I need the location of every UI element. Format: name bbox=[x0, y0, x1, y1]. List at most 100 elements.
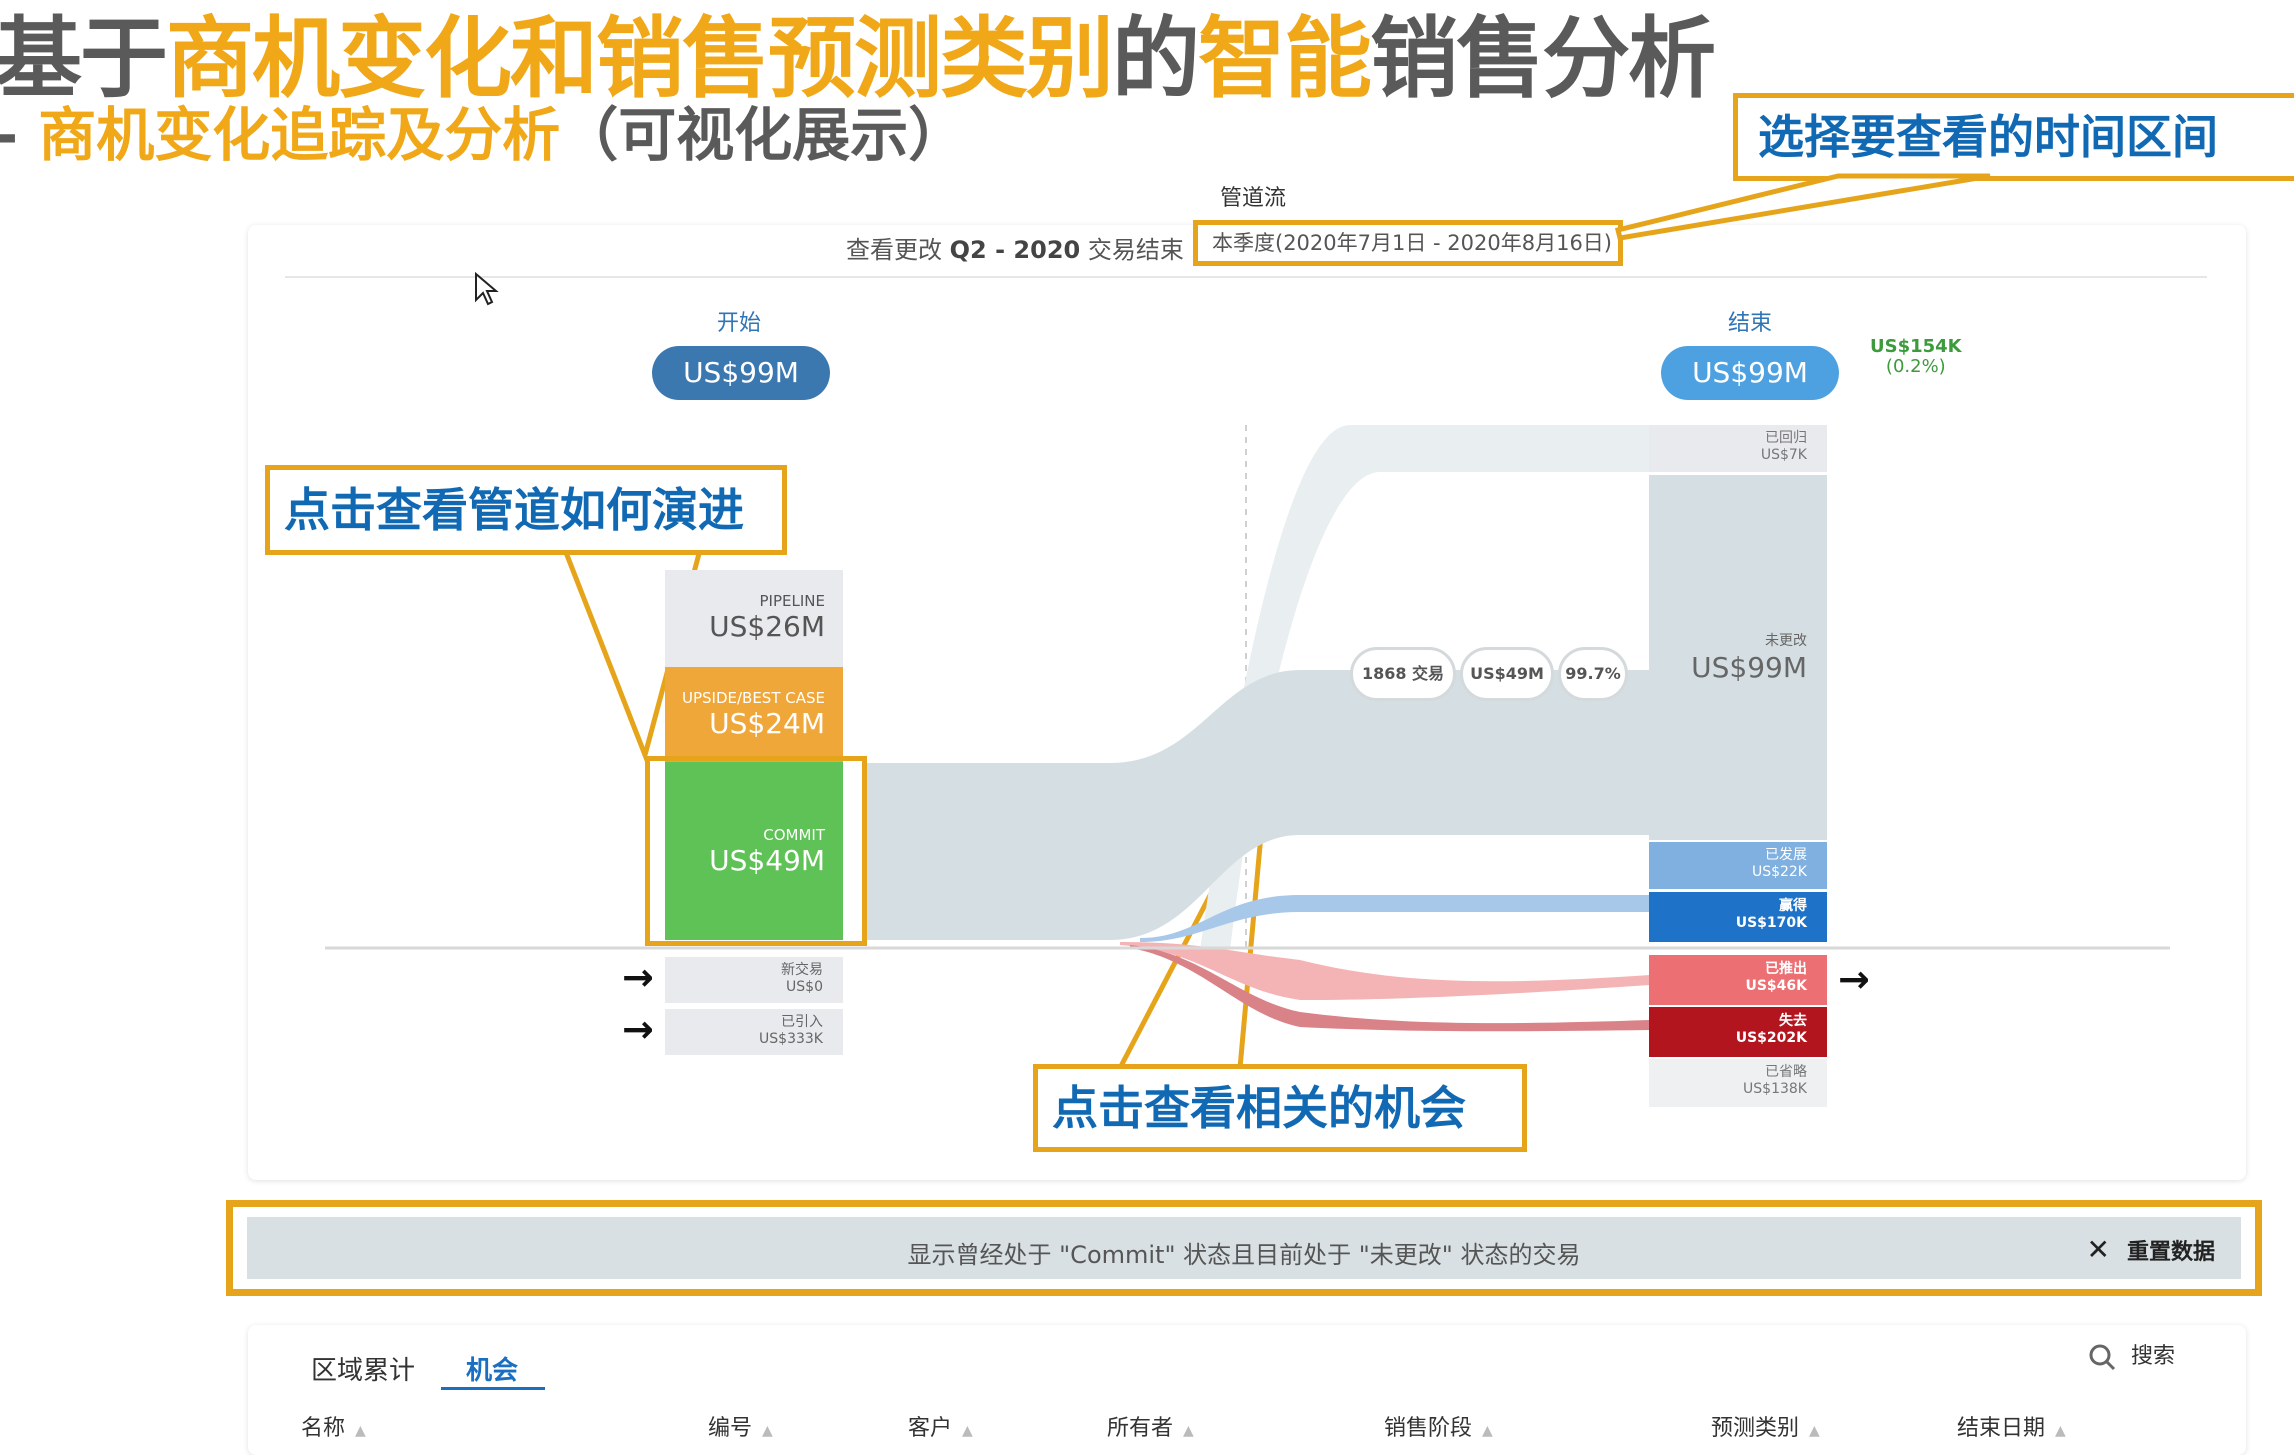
view-change-row: 查看更改 Q2 - 2020 交易结束 bbox=[846, 230, 1184, 265]
band-pushed bbox=[1120, 942, 1650, 1000]
arrow-right-icon: → bbox=[622, 955, 654, 999]
segment-upside[interactable]: UPSIDE/BEST CASE US$24M bbox=[665, 667, 843, 762]
arrow-right-icon: → bbox=[1838, 957, 1870, 1001]
tab-region-total[interactable]: 区域累计 bbox=[311, 1356, 416, 1386]
col-customer[interactable]: 客户 ▲ bbox=[908, 1410, 973, 1442]
end-won[interactable]: 赢得 US$170K bbox=[1649, 892, 1827, 942]
inflow-new[interactable]: 新交易 US$0 bbox=[665, 957, 843, 1003]
segment-pipeline[interactable]: PIPELINE US$26M bbox=[665, 570, 843, 667]
end-developed-value: US$22K bbox=[1751, 864, 1807, 880]
band-developed bbox=[1140, 895, 1650, 942]
reset-data-button[interactable]: ✕ 重置数据 bbox=[2087, 1233, 2215, 1266]
search-button[interactable]: 搜索 bbox=[2088, 1338, 2175, 1371]
inflow-new-label: 新交易 bbox=[781, 962, 823, 978]
col-forecast[interactable]: 预测类别 ▲ bbox=[1711, 1410, 1820, 1442]
sort-icon: ▲ bbox=[1809, 1423, 1820, 1439]
segment-commit[interactable]: COMMIT US$49M bbox=[665, 762, 843, 940]
opportunity-table-card bbox=[248, 1325, 2246, 1455]
col-forecast-label: 预测类别 bbox=[1711, 1416, 1800, 1441]
sort-icon: ▲ bbox=[2055, 1423, 2066, 1439]
segment-commit-label: COMMIT bbox=[763, 826, 825, 844]
stat-amount[interactable]: US$49M bbox=[1460, 647, 1554, 701]
date-range-selector[interactable]: 本季度(2020年7月1日 - 2020年8月16日) bbox=[1193, 220, 1623, 266]
search-label: 搜索 bbox=[2131, 1344, 2176, 1369]
filter-bar: 显示曾经处于 "Commit" 状态且目前处于 "未更改" 状态的交易 ✕ 重置… bbox=[226, 1200, 2262, 1296]
end-unchanged-value: US$99M bbox=[1691, 651, 1807, 684]
sort-icon: ▲ bbox=[1482, 1423, 1493, 1439]
col-number[interactable]: 编号 ▲ bbox=[708, 1410, 773, 1442]
end-lost-label: 失去 bbox=[1779, 1013, 1807, 1029]
title-part: 的 bbox=[1112, 7, 1200, 110]
filter-bar-inner: 显示曾经处于 "Commit" 状态且目前处于 "未更改" 状态的交易 ✕ 重置… bbox=[247, 1217, 2241, 1279]
end-label: 结束 bbox=[1728, 311, 1773, 336]
end-won-value: US$170K bbox=[1735, 915, 1807, 931]
start-value-pill[interactable]: US$99M bbox=[652, 346, 830, 400]
reset-label: 重置数据 bbox=[2126, 1240, 2215, 1265]
arrow-right-icon: → bbox=[622, 1007, 654, 1051]
end-omitted-value: US$138K bbox=[1743, 1081, 1807, 1097]
segment-pipeline-value: US$26M bbox=[709, 610, 825, 643]
col-owner[interactable]: 所有者 ▲ bbox=[1107, 1410, 1194, 1442]
col-close-date[interactable]: 结束日期 ▲ bbox=[1957, 1410, 2066, 1442]
segment-commit-value: US$49M bbox=[709, 844, 825, 877]
delta-pct: (0.2%) bbox=[1885, 356, 1946, 377]
stat-pct[interactable]: 99.7% bbox=[1558, 647, 1628, 701]
cursor-arrow-icon bbox=[475, 272, 499, 306]
close-label: 交易结束 bbox=[1087, 236, 1184, 264]
col-name-label: 名称 bbox=[301, 1416, 346, 1441]
end-omitted[interactable]: 已省略 US$138K bbox=[1649, 1059, 1827, 1107]
subtitle-rest: （可视化展示） bbox=[560, 101, 967, 169]
end-value-pill[interactable]: US$99M bbox=[1661, 346, 1839, 400]
end-won-label: 赢得 bbox=[1779, 898, 1807, 914]
filter-text: 显示曾经处于 "Commit" 状态且目前处于 "未更改" 状态的交易 bbox=[907, 1241, 1581, 1269]
sort-icon: ▲ bbox=[1183, 1423, 1194, 1439]
close-icon: ✕ bbox=[2086, 1233, 2110, 1266]
period-selector[interactable]: Q2 - 2020 bbox=[949, 236, 1081, 264]
connector-time bbox=[1614, 173, 1991, 241]
subtitle-accent: 商机变化追踪及分析 bbox=[38, 101, 561, 169]
col-name[interactable]: 名称 ▲ bbox=[301, 1410, 366, 1442]
sort-icon: ▲ bbox=[762, 1423, 773, 1439]
inflow-introduced-value: US$333K bbox=[759, 1031, 823, 1047]
end-lost[interactable]: 失去 US$202K bbox=[1649, 1007, 1827, 1057]
callout-related: 点击查看相关的机会 bbox=[1033, 1064, 1527, 1152]
col-number-label: 编号 bbox=[708, 1416, 753, 1441]
inflow-introduced-label: 已引入 bbox=[781, 1014, 823, 1030]
end-regressed[interactable]: 已回归 US$7K bbox=[1649, 425, 1827, 472]
stat-deals[interactable]: 1868 交易 bbox=[1350, 647, 1456, 701]
sort-icon: ▲ bbox=[355, 1423, 366, 1439]
tab-active-underline bbox=[441, 1387, 545, 1390]
end-pushed[interactable]: 已推出 US$46K bbox=[1649, 955, 1827, 1005]
end-unchanged-label: 未更改 bbox=[1765, 633, 1807, 649]
end-regressed-value: US$7K bbox=[1760, 447, 1807, 463]
inflow-new-value: US$0 bbox=[786, 979, 823, 995]
col-customer-label: 客户 bbox=[908, 1416, 953, 1441]
band-regressed bbox=[1200, 425, 1650, 950]
delta-amount: US$154K bbox=[1870, 336, 1962, 357]
delta-value: US$154K (0.2%) bbox=[1870, 337, 1962, 377]
segment-pipeline-label: PIPELINE bbox=[759, 592, 825, 610]
title-part: 基于 bbox=[0, 7, 168, 110]
end-developed-label: 已发展 bbox=[1765, 847, 1807, 863]
col-stage[interactable]: 销售阶段 ▲ bbox=[1384, 1410, 1493, 1442]
segment-upside-value: US$24M bbox=[709, 707, 825, 740]
slide-subtitle: - 商机变化追踪及分析（可视化展示） bbox=[0, 100, 966, 170]
col-close-date-label: 结束日期 bbox=[1957, 1416, 2046, 1441]
title-part: 智能 bbox=[1198, 7, 1372, 110]
view-prefix: 查看更改 bbox=[846, 236, 942, 264]
commit-highlight bbox=[645, 756, 867, 946]
col-stage-label: 销售阶段 bbox=[1384, 1416, 1473, 1441]
end-developed[interactable]: 已发展 US$22K bbox=[1649, 842, 1827, 889]
end-lost-value: US$202K bbox=[1735, 1030, 1807, 1046]
end-unchanged[interactable]: 未更改 US$99M bbox=[1649, 475, 1827, 840]
title-part: 商机变化和销售预测类别 bbox=[166, 7, 1114, 110]
col-owner-label: 所有者 bbox=[1107, 1416, 1174, 1441]
search-icon bbox=[2089, 1344, 2116, 1371]
sort-icon: ▲ bbox=[962, 1423, 973, 1439]
inflow-introduced[interactable]: 已引入 US$333K bbox=[665, 1009, 843, 1055]
tab-opportunity[interactable]: 机会 bbox=[466, 1356, 519, 1386]
end-regressed-label: 已回归 bbox=[1765, 430, 1807, 446]
header-divider bbox=[285, 276, 2207, 278]
callout-pipeline: 点击查看管道如何演进 bbox=[265, 465, 787, 555]
